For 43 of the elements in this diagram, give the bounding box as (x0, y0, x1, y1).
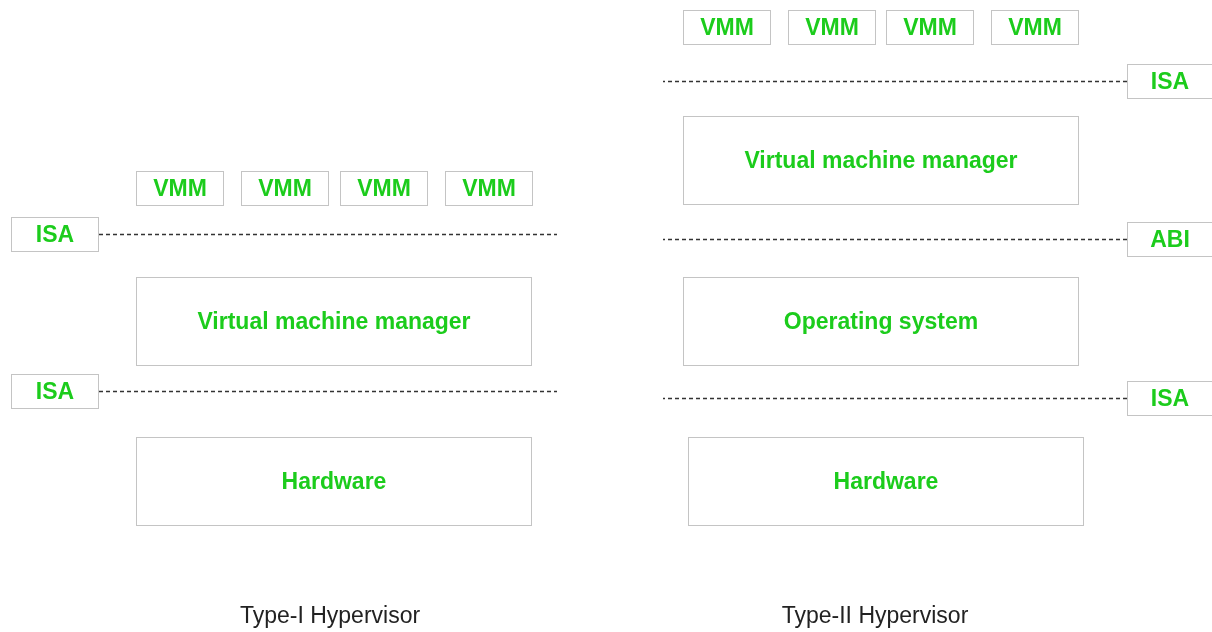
dashed-line (662, 80, 1128, 83)
dashed-line (98, 233, 558, 236)
layer-box (991, 10, 1079, 45)
dashed-line (98, 390, 558, 393)
layer-box (241, 171, 329, 206)
diagram-caption: Type-II Hypervisor (781, 602, 969, 629)
layer-box (683, 10, 771, 45)
layer-label: ISA (1150, 385, 1190, 412)
layer-box (136, 171, 224, 206)
interface-label-box (1127, 64, 1212, 99)
layer-box (136, 277, 532, 366)
layer-box (683, 277, 1079, 366)
layer-label: VMM (462, 175, 516, 202)
layer-label: VMM (1008, 14, 1062, 41)
interface-label-box (11, 374, 99, 409)
layer-label: VMM (153, 175, 207, 202)
layer-label: ISA (35, 378, 75, 405)
layer-label: Operating system (783, 308, 979, 335)
layer-label: ABI (1150, 226, 1190, 253)
layer-label: ISA (35, 221, 75, 248)
layer-label: VMM (805, 14, 859, 41)
layer-label: Hardware (833, 468, 939, 495)
layer-box (445, 171, 533, 206)
layer-label: VMM (903, 14, 957, 41)
interface-label-box (11, 217, 99, 252)
interface-label-box (1127, 222, 1212, 257)
diagram-caption: Type-I Hypervisor (239, 602, 421, 629)
layer-box (688, 437, 1084, 526)
layer-box (683, 116, 1079, 205)
dashed-line (662, 238, 1128, 241)
layer-label: VMM (357, 175, 411, 202)
layer-label: Virtual machine manager (197, 308, 471, 335)
interface-label-box (1127, 381, 1212, 416)
layer-box (886, 10, 974, 45)
layer-box (136, 437, 532, 526)
layer-box (788, 10, 876, 45)
layer-label: ISA (1150, 68, 1190, 95)
layer-label: Hardware (281, 468, 387, 495)
layer-label: VMM (258, 175, 312, 202)
layer-label: Virtual machine manager (744, 147, 1018, 174)
dashed-line (662, 397, 1128, 400)
layer-label: VMM (700, 14, 754, 41)
layer-box (340, 171, 428, 206)
